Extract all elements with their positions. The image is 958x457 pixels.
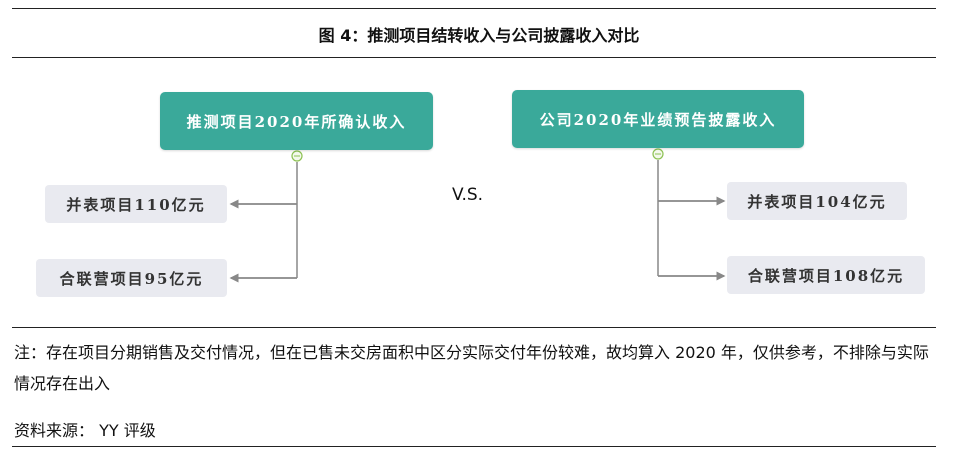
left-connector [231, 162, 298, 279]
bottom-rule [12, 446, 936, 447]
title-rule [12, 57, 936, 58]
right-child-node: 合联营项目108亿元 [727, 256, 925, 294]
note-rule [12, 327, 936, 328]
left-child-node: 合联营项目95亿元 [36, 259, 227, 297]
right-child-node: 并表项目104亿元 [727, 182, 907, 220]
figure-title: 图 4：推测项目结转收入与公司披露收入对比 [318, 26, 640, 45]
collapse-icon [291, 148, 664, 162]
left-root-node: 推测项目2020年所确认收入 [160, 92, 433, 150]
vs-label: V.S. [452, 185, 484, 205]
top-rule [12, 8, 936, 9]
source-text: 资料来源： YY 评级 [14, 421, 156, 440]
note-text: 注：存在项目分期销售及交付情况，但在已售未交房面积中区分实际交付年份较难，故均算… [14, 343, 929, 393]
left-child-node: 并表项目110亿元 [45, 185, 227, 223]
right-root-node: 公司2020年业绩预告披露收入 [512, 90, 804, 148]
right-connector [657, 160, 724, 277]
